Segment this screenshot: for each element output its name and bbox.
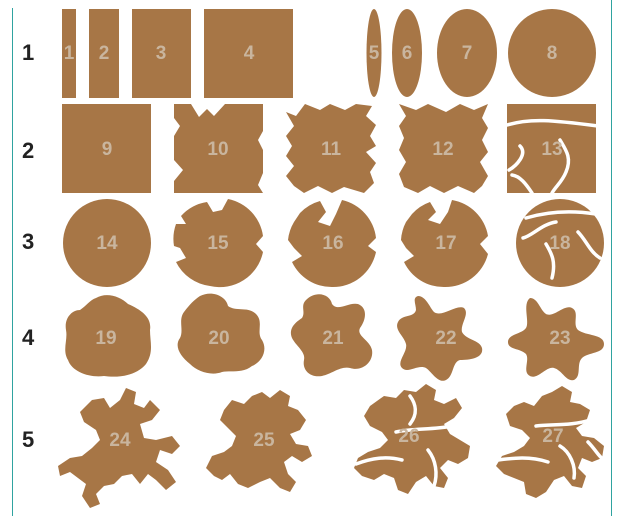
shape-label-24: 24: [109, 430, 131, 451]
row-label-2: 2: [22, 138, 34, 163]
shape-label-9: 9: [102, 139, 113, 160]
shape-label-8: 8: [547, 43, 558, 64]
shape-label-26: 26: [398, 426, 419, 447]
row-label-5: 5: [22, 427, 34, 452]
shape-label-22: 22: [435, 328, 456, 349]
shapes-group: [58, 9, 604, 508]
shape-label-23: 23: [549, 328, 570, 349]
shape-label-1: 1: [64, 43, 75, 64]
shape-label-21: 21: [322, 328, 344, 349]
shape-label-19: 19: [95, 328, 116, 349]
shape-label-16: 16: [322, 233, 343, 254]
shape-label-2: 2: [99, 43, 110, 64]
row-label-1: 1: [22, 40, 34, 65]
shape-label-15: 15: [207, 233, 229, 254]
shape-label-10: 10: [207, 139, 228, 160]
row-label-3: 3: [22, 229, 34, 254]
shape-label-3: 3: [156, 43, 167, 64]
row-label-4: 4: [22, 325, 35, 350]
shape-label-13: 13: [541, 139, 562, 160]
shape-label-18: 18: [549, 233, 570, 254]
shape-label-17: 17: [435, 233, 456, 254]
shape-label-7: 7: [462, 43, 473, 64]
shape-label-4: 4: [244, 43, 255, 64]
shape-label-25: 25: [253, 430, 275, 451]
shape-label-20: 20: [208, 328, 229, 349]
shape-label-11: 11: [321, 139, 342, 160]
shape-label-27: 27: [542, 426, 563, 447]
shape-label-5: 5: [369, 43, 380, 64]
shape-label-14: 14: [96, 233, 118, 254]
shape-label-6: 6: [402, 43, 413, 64]
shape-label-12: 12: [432, 139, 453, 160]
